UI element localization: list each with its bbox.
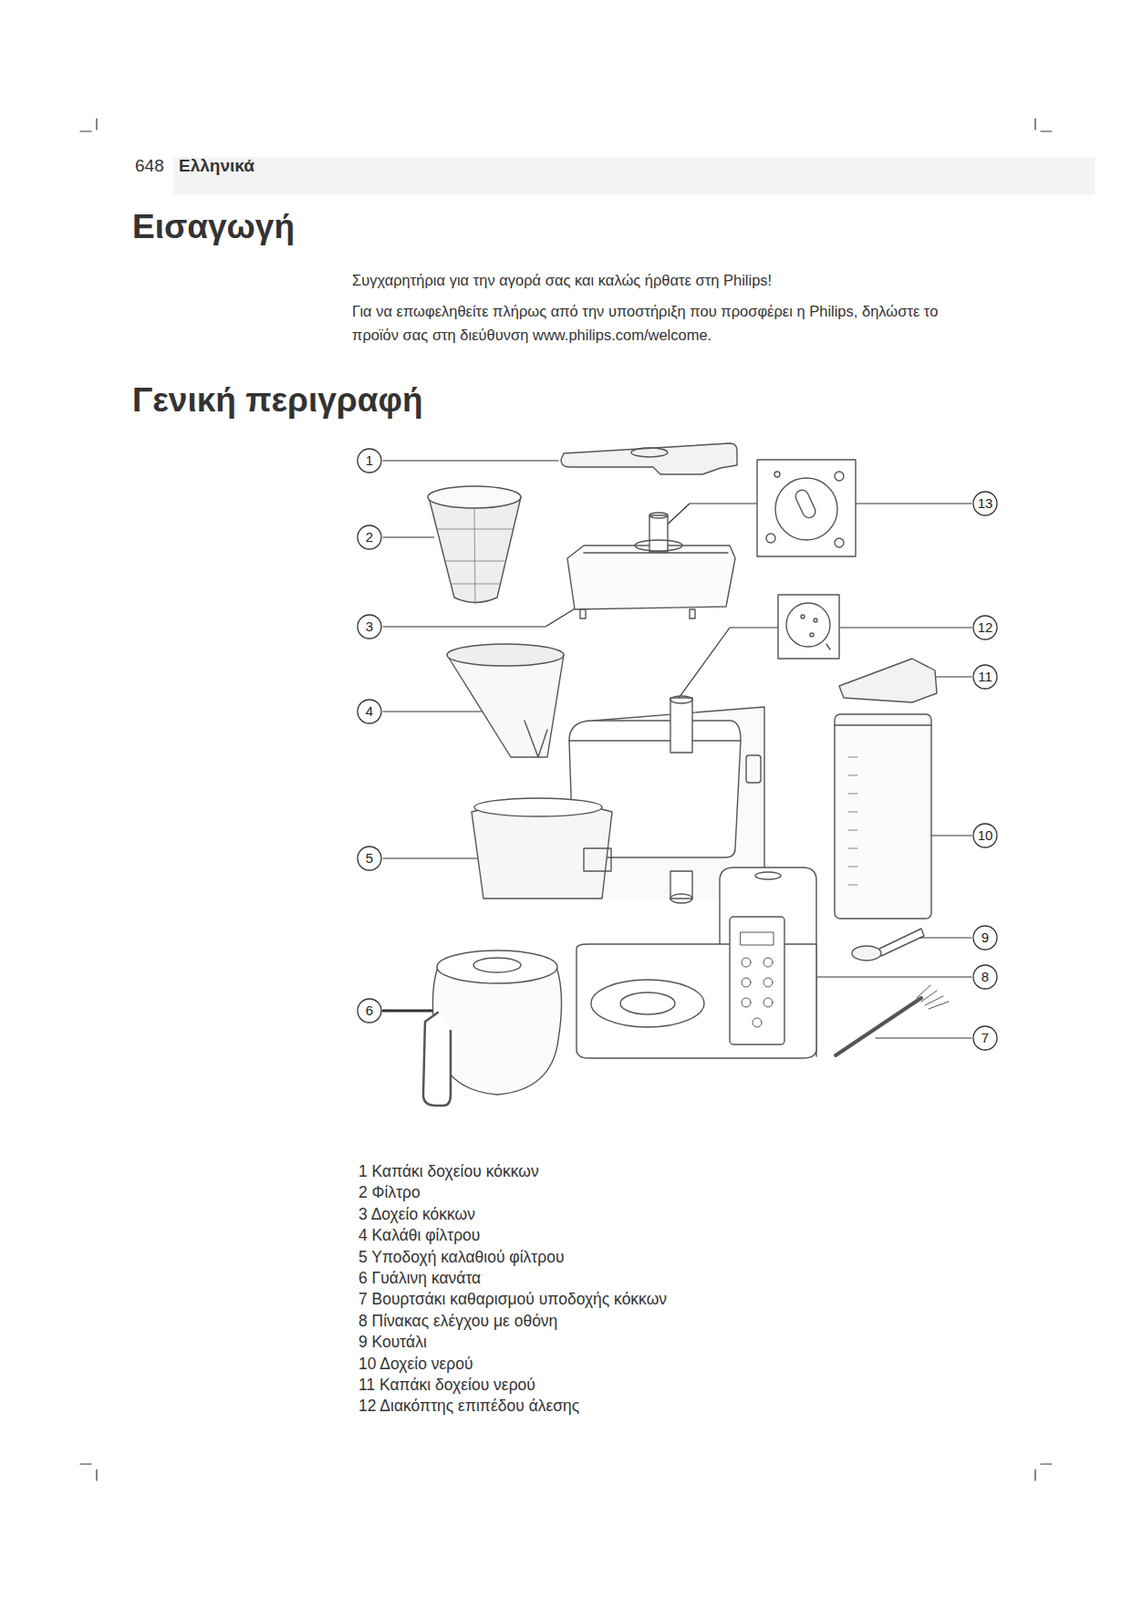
callout-number: 12: [973, 617, 997, 638]
callout-number: 3: [357, 616, 382, 637]
part-list-item: 4 Καλάθι φίλτρου: [358, 1225, 480, 1247]
callout-number: 9: [973, 927, 997, 948]
callout-number: 13: [973, 493, 997, 514]
part-list-item: 1 Καπάκι δοχείου κόκκων: [358, 1161, 540, 1183]
callout-number: 6: [357, 1000, 382, 1021]
callout-number: 4: [357, 701, 382, 722]
part-list-item: 8 Πίνακας ελέγχου με οθόνη: [358, 1310, 558, 1332]
intro-text: Συγχαρητήρια για την αγορά σας και καλώς…: [352, 270, 772, 291]
section-heading: Γενική περιγραφή: [132, 381, 424, 420]
part-list-item: 11 Καπάκι δοχείου νερού: [358, 1374, 536, 1396]
callout-number: 7: [973, 1028, 997, 1049]
part-list-item: 2 Φίλτρο: [358, 1182, 421, 1204]
page-number: 648: [135, 155, 165, 178]
intro-text: Για να επωφεληθείτε πλήρως από την υποστ…: [352, 299, 982, 347]
part-list-item: 9 Κουτάλι: [358, 1331, 427, 1353]
callout-number: 8: [973, 966, 997, 987]
section-heading: Εισαγωγή: [132, 205, 295, 250]
part-list-item: 5 Υποδοχή καλαθιού φίλτρου: [358, 1246, 565, 1268]
callout-number: 2: [357, 527, 382, 548]
callout-number: 11: [973, 666, 997, 687]
callout-number: 10: [973, 825, 997, 846]
part-list-item: 6 Γυάλινη κανάτα: [358, 1267, 481, 1289]
callout-number: 1: [357, 450, 382, 471]
part-list-item: 12 Διακόπτης επιπέδου άλεσης: [358, 1395, 580, 1417]
language-header: Ελληνικά: [178, 155, 255, 178]
part-list-item: 10 Δοχείο νερού: [358, 1353, 474, 1375]
part-list-item: 7 Βουρτσάκι καθαρισμού υποδοχής κόκκων: [358, 1288, 667, 1310]
callout-number: 5: [357, 848, 382, 869]
part-list-item: 3 Δοχείο κόκκων: [358, 1204, 476, 1226]
